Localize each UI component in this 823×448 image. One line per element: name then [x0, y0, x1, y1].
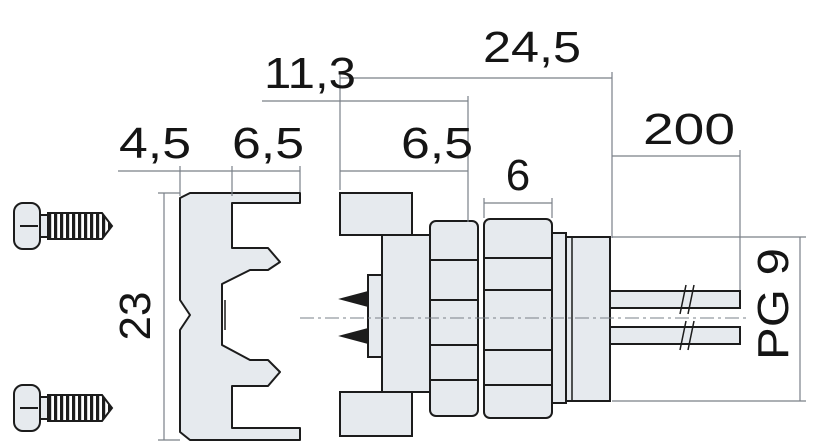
dim-nut-offset: 11,3: [264, 49, 356, 98]
dim-cable-length: 200: [643, 105, 735, 154]
terminal-housing: [338, 192, 431, 437]
dim-overall-length: 24,5: [483, 23, 581, 72]
cable-leads: [609, 284, 741, 351]
dim-clip-width-mid: 6,5: [232, 119, 304, 168]
screw-top-icon: [13, 202, 114, 250]
dim-nut-width: 6: [506, 151, 530, 200]
dim-clip-width-left: 4,5: [119, 119, 191, 168]
screw-bottom-icon: [13, 384, 114, 432]
mounting-clip: [179, 192, 301, 441]
dim-housing-width: 6,5: [401, 119, 473, 168]
dim-thread: PG 9: [749, 248, 798, 360]
dimension-lines: [118, 72, 806, 441]
dim-height: 23: [111, 292, 160, 341]
